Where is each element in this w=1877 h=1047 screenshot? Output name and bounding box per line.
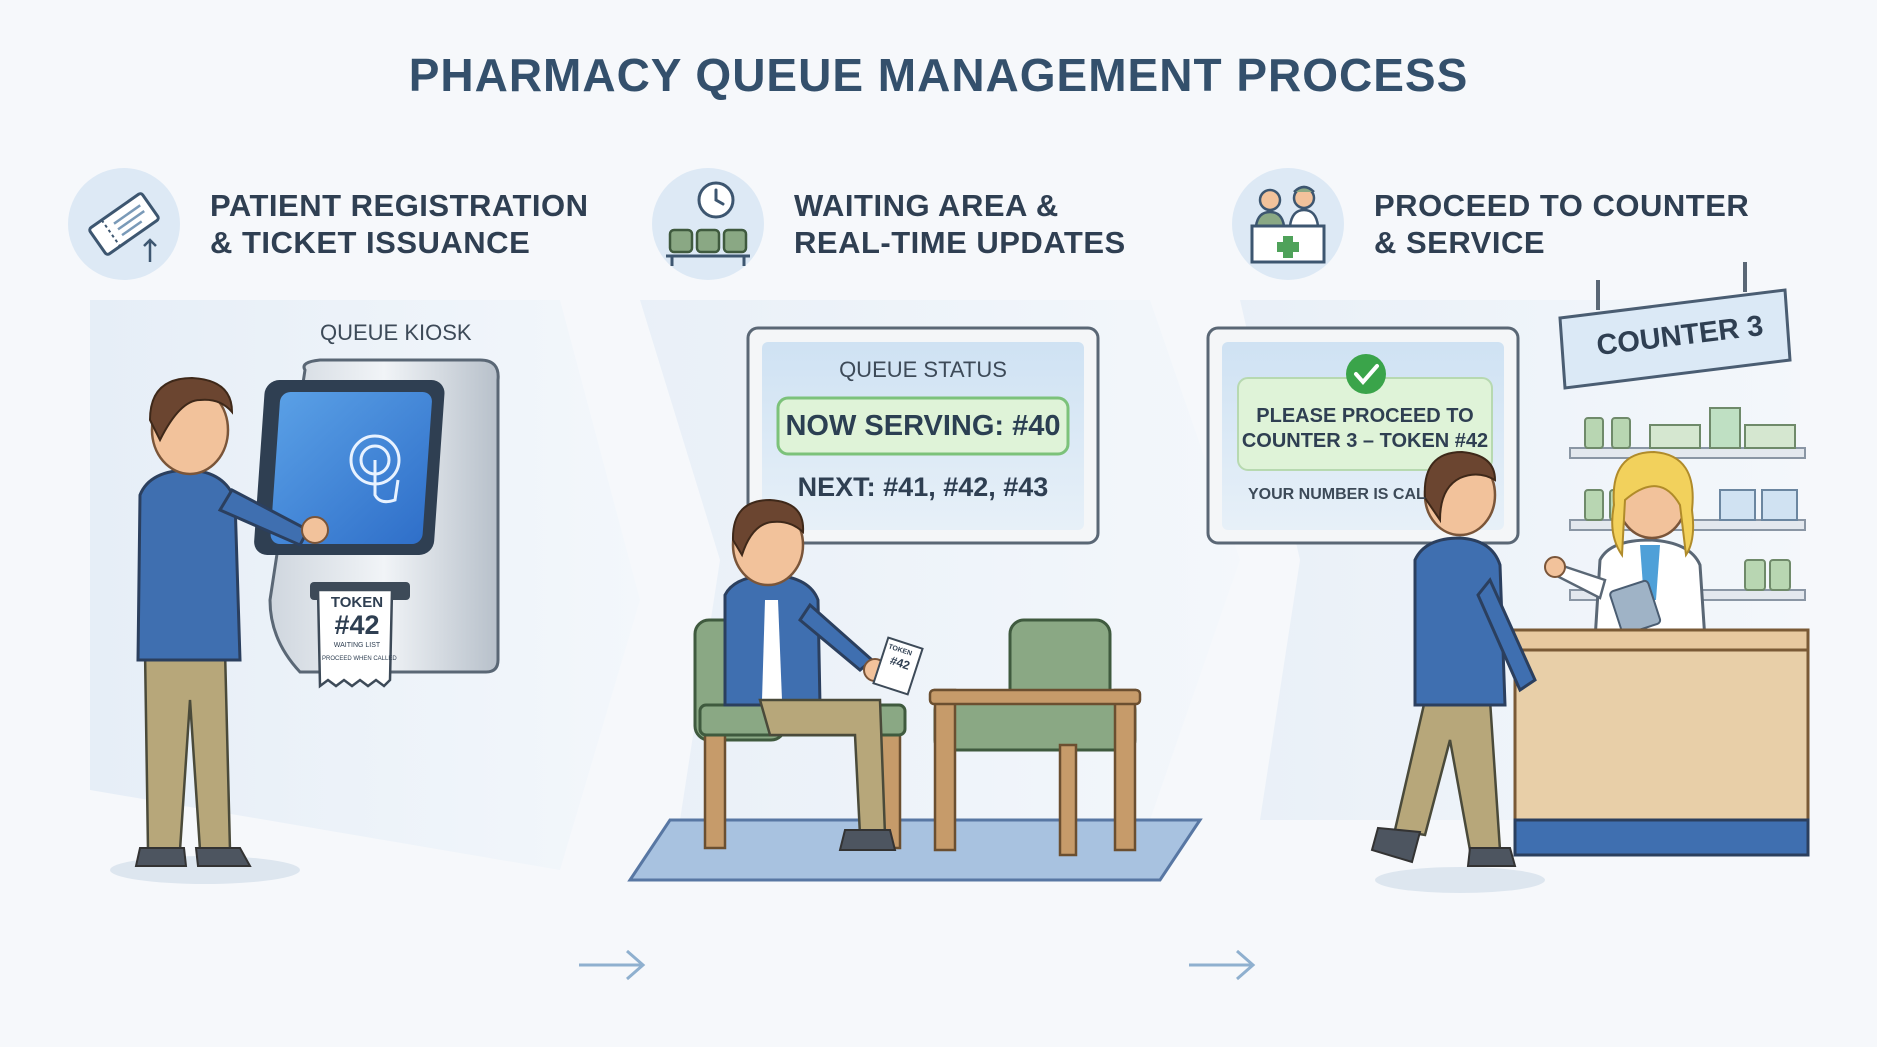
- step-3-header: PROCEED TO COUNTER & SERVICE: [1232, 168, 1749, 280]
- clock-seats-icon: [652, 168, 764, 280]
- empty-chair: [928, 618, 1142, 857]
- step-2-line1: WAITING AREA &: [794, 188, 1059, 223]
- queue-status-board: [746, 326, 1100, 545]
- kiosk-ticket-number: #42: [334, 610, 380, 640]
- waiting-rug: [627, 818, 1203, 882]
- pharmacist-counter-icon: [1232, 168, 1344, 280]
- step-3-label: PROCEED TO COUNTER & SERVICE: [1374, 187, 1749, 261]
- step-1-line2: & TICKET ISSUANCE: [210, 225, 531, 260]
- step-1-line1: PATIENT REGISTRATION: [210, 188, 589, 223]
- pharmacy-counter: [1508, 628, 1810, 857]
- kiosk-ticket-line4: PROCEED WHEN CALLED: [322, 656, 397, 662]
- kiosk-ticket: [316, 588, 394, 689]
- step-1-label: PATIENT REGISTRATION & TICKET ISSUANCE: [210, 187, 589, 261]
- step-2-line2: REAL-TIME UPDATES: [794, 225, 1126, 260]
- step-3-line1: PROCEED TO COUNTER: [1374, 188, 1750, 223]
- ticket-icon: [68, 168, 180, 280]
- counter-sign: [1558, 262, 1792, 390]
- queue-status-heading: QUEUE STATUS: [839, 357, 1007, 382]
- kiosk-ticket-line3: WAITING LIST: [333, 642, 381, 649]
- step-3-line2: & SERVICE: [1374, 225, 1546, 260]
- person-at-kiosk: [110, 376, 329, 884]
- check-icon: [1346, 354, 1386, 394]
- step-1-header: PATIENT REGISTRATION & TICKET ISSUANCE: [68, 168, 589, 280]
- arrow-right-icon: [1189, 949, 1256, 981]
- kiosk-label: QUEUE KIOSK: [320, 320, 472, 345]
- arrow-right-icon: [579, 949, 646, 981]
- kiosk-ticket-token: TOKEN: [330, 594, 384, 611]
- call-board-footer: YOUR NUMBER IS CAL: [1248, 486, 1426, 503]
- page-title: PHARMACY QUEUE MANAGEMENT PROCESS: [408, 49, 1469, 101]
- hand-ticket: [872, 636, 924, 696]
- next-queue-text: NEXT: #41, #42, #43: [797, 472, 1049, 502]
- step-2-label: WAITING AREA & REAL-TIME UPDATES: [794, 187, 1126, 261]
- tap-hand-icon: [349, 434, 401, 504]
- step-2-header: WAITING AREA & REAL-TIME UPDATES: [652, 168, 1126, 280]
- now-serving-text: NOW SERVING: #40: [785, 410, 1061, 442]
- call-board-line1: PLEASE PROCEED TO: [1256, 405, 1474, 427]
- walking-person: [1370, 450, 1545, 893]
- seated-person: [693, 498, 907, 851]
- call-board-line2: COUNTER 3 – TOKEN #42: [1241, 430, 1489, 452]
- pharmacist: [1544, 450, 1707, 642]
